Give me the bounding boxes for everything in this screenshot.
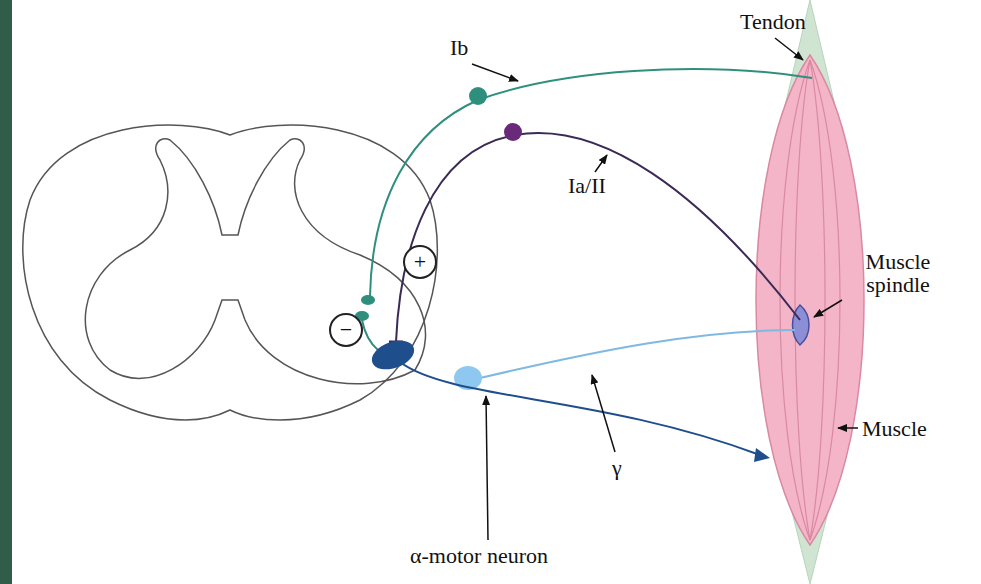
- part-label: Tendon: [740, 10, 806, 33]
- gamma-axon: [480, 330, 795, 378]
- sign-circle: +: [403, 245, 437, 279]
- interneuron: [361, 295, 375, 305]
- ib-ganglion: [469, 87, 487, 105]
- fiber-label: Ia/II: [568, 174, 606, 197]
- part-label: Muscle spindle: [838, 250, 958, 296]
- ia-ganglion: [504, 123, 522, 141]
- sign-text: +: [414, 251, 426, 273]
- alpha-axon: [400, 362, 760, 455]
- spinal-cord: [23, 125, 438, 420]
- side-band: [0, 0, 12, 584]
- alpha-neuron: [368, 335, 418, 374]
- leader-lines: [472, 38, 858, 540]
- ib-central: [370, 100, 478, 296]
- gray-matter: [85, 139, 425, 384]
- endplate: [754, 448, 770, 462]
- ia-fiber: [515, 133, 800, 320]
- sign-circle: −: [329, 313, 363, 347]
- interneuron-axon: [362, 320, 378, 350]
- sign-text: −: [340, 319, 352, 341]
- ib-fiber: [478, 69, 812, 100]
- part-label: Muscle: [862, 417, 927, 440]
- fiber-label: Ib: [450, 36, 468, 59]
- fiber-label: γ: [612, 456, 622, 479]
- ia-central: [396, 135, 515, 342]
- muscle-fibers: [780, 60, 840, 540]
- muscle-body: [756, 55, 864, 545]
- part-label: α-motor neuron: [410, 544, 548, 567]
- muscle-spindle: [793, 305, 810, 345]
